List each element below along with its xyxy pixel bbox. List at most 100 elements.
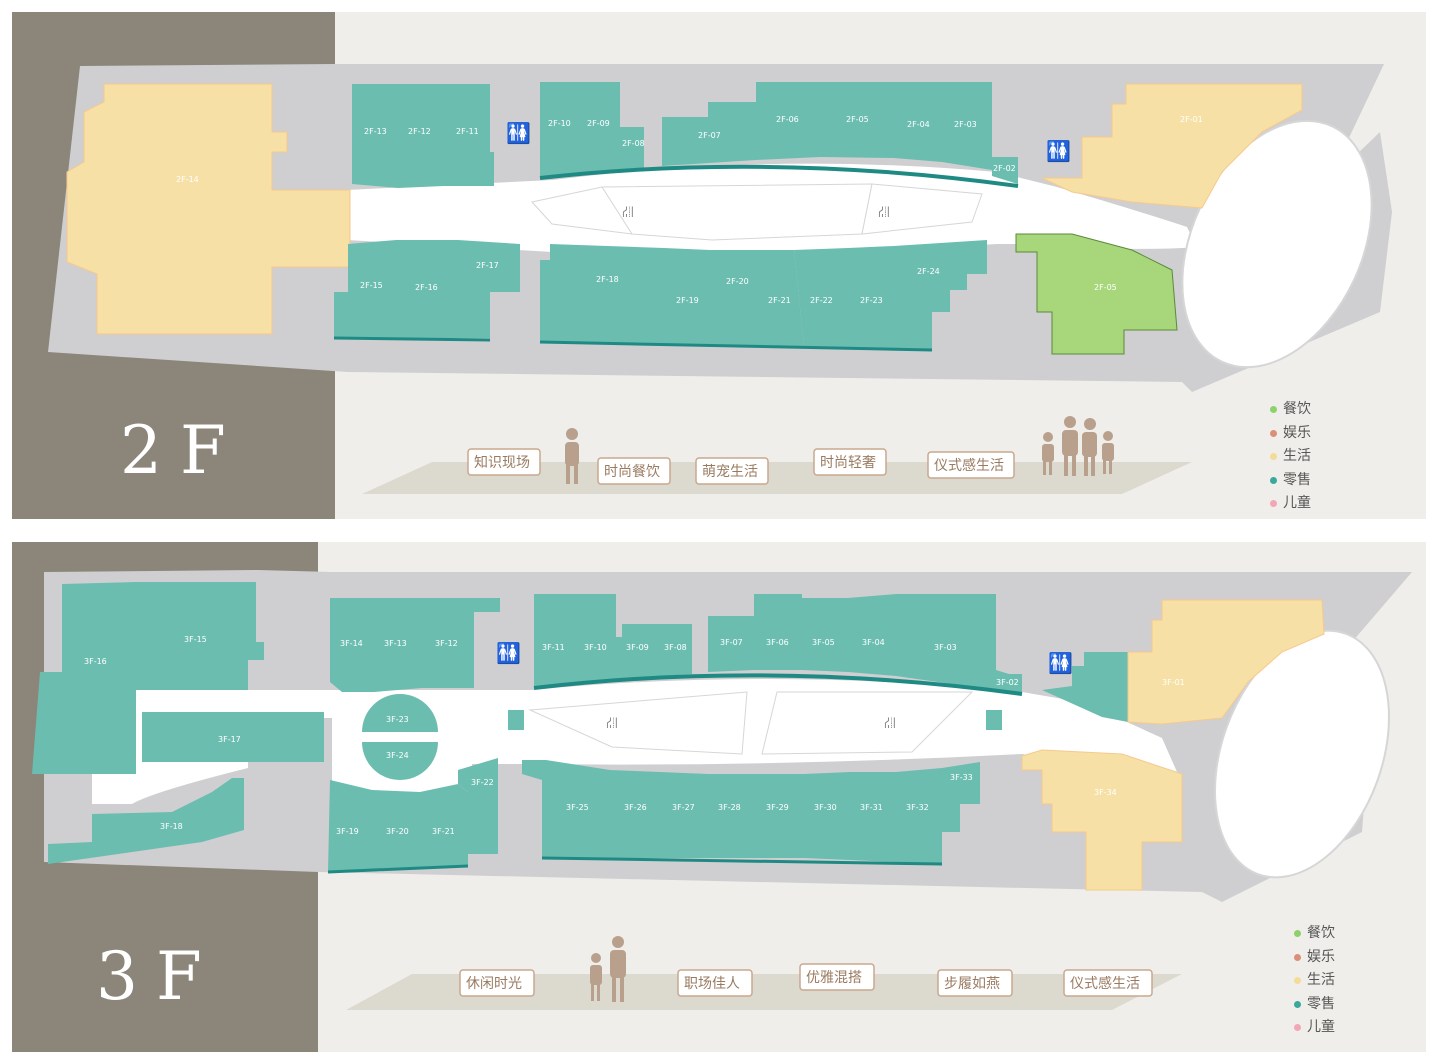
atrium-oval (1214, 629, 1390, 879)
unit-2f-08[interactable]: 2F-08 (620, 127, 645, 170)
unit-3f-30[interactable]: 3F-30 (804, 772, 850, 860)
unit-3f-14[interactable]: 3F-14 (330, 598, 374, 692)
unit-3f-18[interactable]: 3F-18 (48, 778, 244, 864)
unit-3f-09[interactable]: 3F-09 (622, 624, 662, 680)
unit-3f-32[interactable]: 3F-32 (896, 768, 942, 864)
unit-2f-06[interactable]: 2F-06 (756, 82, 820, 160)
theme-tag[interactable]: 优雅混搭 (799, 963, 875, 991)
unit-2f-14[interactable]: 2F-14 (66, 83, 351, 335)
kiosk (986, 710, 1002, 730)
storefront-line (333, 336, 491, 342)
unit-3f-21[interactable]: 3F-21 (420, 784, 468, 868)
unit-3f-20[interactable]: 3F-20 (372, 790, 420, 870)
unit-3f-03[interactable]: 3F-03 (896, 594, 1022, 694)
unit-3f-07[interactable]: 3F-07 (708, 616, 754, 672)
theme-tag[interactable]: 休闲时光 (459, 969, 535, 997)
unit-label: 3F-24 (386, 751, 409, 760)
unit-2f-21[interactable]: 2F-21 (764, 250, 804, 346)
unit-2f-02[interactable]: 2F-02 (992, 157, 1018, 184)
unit-3f-05[interactable]: 3F-05 (802, 598, 848, 672)
unit-3f-02[interactable]: 3F-02 (996, 674, 1022, 692)
theme-tag[interactable]: 仪式感生活 (1063, 969, 1153, 997)
unit-2f-22[interactable]: 2F-22 (794, 248, 848, 348)
unit-label: 2F-11 (456, 127, 479, 136)
theme-tag[interactable]: 萌宠生活 (695, 457, 769, 485)
legend-item: 餐饮 (1270, 398, 1311, 422)
unit-label: 2F-19 (676, 296, 699, 305)
unit-2f-17[interactable]: 2F-17 (458, 240, 520, 338)
unit-3f-01[interactable]: 3F-01 (1127, 599, 1325, 725)
unit-3f-04[interactable]: 3F-04 (848, 594, 896, 676)
unit-2f-05[interactable]: 2F-05 (820, 82, 894, 158)
unit-2f-07[interactable]: 2F-07 (662, 102, 756, 166)
unit-2f-20[interactable]: 2F-20 (710, 250, 764, 346)
unit-2f-23[interactable]: 2F-23 (848, 246, 894, 350)
unit-label: 3F-14 (340, 639, 363, 648)
unit-3f-17[interactable]: 3F-17 (142, 712, 324, 762)
unit-2f-16[interactable]: 2F-16 (396, 240, 458, 338)
unit-3f-12[interactable]: 3F-12 (422, 598, 500, 688)
unit-3f-33[interactable]: 3F-33 (942, 762, 980, 832)
unit-2f-13[interactable]: 2F-13 (352, 84, 398, 188)
legend-dot (1270, 500, 1277, 508)
escalator-icon: ⛜ (878, 202, 890, 221)
storefront-line (327, 864, 469, 874)
unit-label: 3F-21 (432, 827, 455, 836)
legend-label: 零售 (1283, 471, 1311, 488)
unit-label: 3F-11 (542, 643, 565, 652)
unit-3f-19[interactable]: 3F-19 (328, 780, 372, 872)
unit-3f-08[interactable]: 3F-08 (662, 624, 692, 676)
unit-3f-27[interactable]: 3F-27 (660, 772, 708, 858)
unit-2f-19[interactable]: 2F-19 (664, 248, 710, 346)
unit-3f-13[interactable]: 3F-13 (374, 598, 422, 692)
theme-tag[interactable]: 时尚轻奢 (813, 448, 887, 476)
unit-label: 3F-25 (566, 803, 589, 812)
legend-label: 生活 (1307, 972, 1335, 988)
unit-2f-03[interactable]: 2F-03 (942, 82, 992, 170)
unit-2f-15[interactable]: 2F-15 (334, 240, 396, 338)
unit-3f-28[interactable]: 3F-28 (708, 774, 756, 858)
unit-2f-11[interactable]: 2F-11 (444, 84, 494, 186)
unit-3f-23[interactable]: 3F-23 (362, 694, 438, 732)
unit-label: 2F-14 (176, 175, 199, 184)
escalator-island-right (761, 691, 974, 755)
unit-2f-01[interactable]: 2F-01 (1041, 83, 1303, 209)
unit-3f-11[interactable]: 3F-11 (534, 594, 574, 688)
unit-2f-12[interactable]: 2F-12 (398, 84, 444, 188)
theme-tag[interactable]: 职场佳人 (677, 969, 753, 997)
legend-dot (1294, 1024, 1301, 1032)
unit-label: 2F-20 (726, 277, 749, 286)
legend-dot (1294, 1000, 1301, 1008)
unit-3f-34[interactable]: 3F-34 (1021, 749, 1183, 891)
unit-3f-06[interactable]: 3F-06 (754, 594, 802, 670)
unit-3f-29[interactable]: 3F-29 (756, 774, 804, 858)
unit-label: 3F-31 (860, 803, 883, 812)
unit-2f-05-food[interactable]: 2F-05 (1015, 233, 1178, 355)
unit-2f-24[interactable]: 2F-24 (894, 240, 987, 350)
unit-3f-25[interactable]: 3F-25 (522, 760, 610, 858)
unit-3f-22[interactable]: 3F-22 (458, 758, 498, 854)
unit-2f-04[interactable]: 2F-04 (894, 82, 942, 162)
unit-3f-31[interactable]: 3F-31 (850, 772, 896, 862)
unit-3f-15[interactable]: 3F-15 (136, 582, 264, 690)
unit-label: 3F-01 (1162, 678, 1185, 687)
theme-tag[interactable]: 步履如燕 (937, 969, 1013, 997)
theme-tag[interactable]: 知识现场 (467, 448, 541, 476)
restroom-icon: 🚻 (1046, 139, 1071, 163)
unit-3f-26[interactable]: 3F-26 (610, 770, 660, 858)
unit-label: 3F-03 (934, 643, 957, 652)
unit-label: 3F-27 (672, 803, 695, 812)
family-silhouette (1042, 416, 1114, 476)
unit-3f-16[interactable]: 3F-16 (32, 582, 136, 774)
unit-3f-24[interactable]: 3F-24 (362, 742, 438, 780)
theme-tag[interactable]: 仪式感生活 (927, 451, 1015, 479)
legend-item: 零售 (1270, 469, 1311, 493)
legend-label: 餐饮 (1283, 401, 1311, 417)
unit-label: 2F-23 (860, 296, 883, 305)
legend-item: 餐饮 (1294, 922, 1335, 946)
unit-2f-18[interactable]: 2F-18 (540, 244, 664, 344)
unit-2f-09[interactable]: 2F-09 (577, 82, 620, 174)
theme-tag[interactable]: 时尚餐饮 (597, 457, 671, 485)
unit-3f-10[interactable]: 3F-10 (574, 594, 622, 684)
unit-2f-10[interactable]: 2F-10 (540, 82, 577, 176)
